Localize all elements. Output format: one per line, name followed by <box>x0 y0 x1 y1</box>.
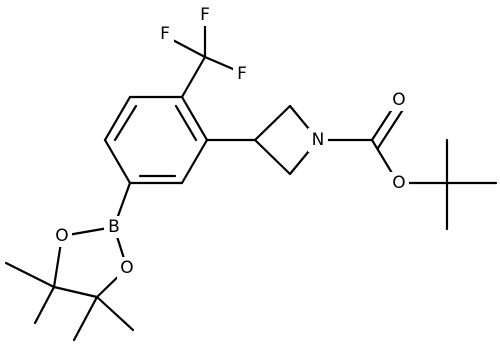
atom-O-ring-left: O <box>52 225 72 247</box>
atom-O-ester: O <box>389 172 409 194</box>
atom-F-top: F <box>196 4 214 26</box>
atom-label: O <box>392 173 405 193</box>
bond <box>253 138 292 176</box>
atom-label: F <box>237 64 247 84</box>
atom-labels: F F F N O O B O <box>52 4 409 279</box>
bond <box>180 95 209 142</box>
bond <box>253 104 292 142</box>
bond <box>95 295 135 332</box>
atom-O-carbonyl: O <box>389 89 409 111</box>
atom-label: F <box>160 24 170 44</box>
bond-double-inner <box>113 104 138 142</box>
atom-label: N <box>312 130 325 150</box>
atom-label: F <box>200 5 210 25</box>
bond <box>103 138 132 185</box>
atom-N: N <box>308 128 328 152</box>
atom-label: B <box>108 217 120 237</box>
bond <box>52 285 99 299</box>
bond <box>180 55 207 99</box>
atom-label: O <box>55 226 68 246</box>
bond <box>180 138 209 185</box>
atom-B: B <box>104 216 124 238</box>
bond-double-inner <box>376 106 406 150</box>
bond <box>4 261 56 289</box>
bond <box>72 295 99 342</box>
atom-label: O <box>392 90 405 110</box>
atom-F-right: F <box>233 63 251 85</box>
bond <box>33 285 56 325</box>
atom-O-ring-right: O <box>117 257 137 279</box>
bond <box>103 95 132 142</box>
bond-double-inner <box>174 104 198 142</box>
atom-F-left: F <box>156 23 174 45</box>
atom-label: O <box>120 258 133 278</box>
